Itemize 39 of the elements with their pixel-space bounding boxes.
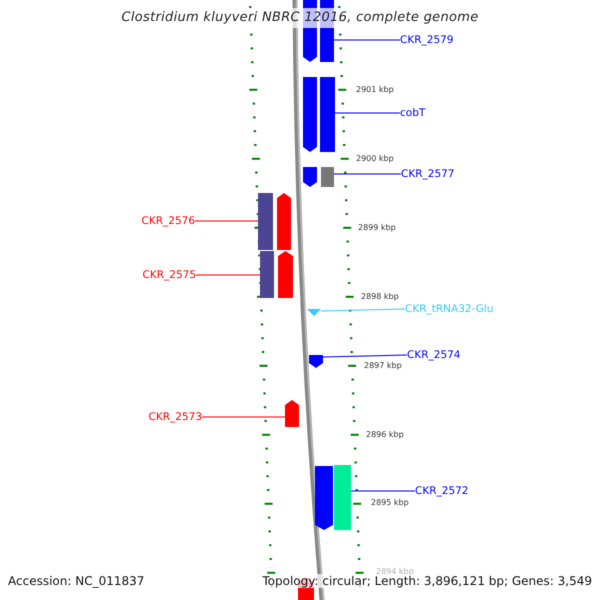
leader-line — [194, 220, 258, 222]
leader-line — [334, 112, 400, 114]
tick-label: 2901 kbp — [356, 85, 394, 95]
gene-bar — [258, 193, 273, 250]
gene-feature — [303, 167, 317, 187]
gene-feature — [309, 355, 323, 368]
gene-bar — [321, 167, 334, 187]
gene-label: CKR_2573 — [148, 411, 202, 423]
gene-label: CKR_2572 — [415, 485, 468, 497]
leader-line — [202, 416, 286, 418]
tick-label: 2900 kbp — [356, 154, 394, 164]
gene-feature — [303, 77, 317, 152]
gene-label: CKR_2577 — [401, 168, 454, 180]
tick-label: 2897 kbp — [364, 361, 402, 371]
gene-feature — [315, 466, 333, 530]
gene-label: CKR_2575 — [142, 269, 196, 281]
footer-text: Accession: NC_011837 — [8, 574, 144, 588]
gene-label: CKR_2576 — [142, 215, 195, 227]
tick-label: 2896 kbp — [366, 430, 404, 440]
diagram-title: Clostridium kluyveri NBRC 12016, complete genome — [121, 8, 479, 28]
gene-bar — [334, 465, 351, 530]
tick-label: 2898 kbp — [361, 292, 399, 302]
gene-bar — [320, 77, 335, 152]
tick-label: 2899 kbp — [358, 223, 396, 233]
leader-line — [322, 354, 408, 358]
tick-label: 2895 kbp — [371, 498, 409, 508]
gene-feature — [278, 251, 293, 298]
gene-label: CKR_2574 — [407, 349, 460, 361]
trna-marker — [307, 309, 321, 316]
gene-label: CKR_2579 — [400, 34, 454, 46]
gene-label: cobT — [400, 107, 426, 119]
leader-line — [196, 274, 260, 276]
gene-bar — [260, 251, 274, 298]
leader-line — [350, 490, 416, 492]
gene-label: CKR_tRNA32-Glu — [405, 303, 494, 315]
gene-feature — [285, 400, 299, 427]
gene-feature — [277, 193, 291, 250]
footer-text: Topology: circular; Length: 3,896,121 bp; Genes: 3,549 — [262, 574, 592, 588]
leader-line — [320, 308, 406, 312]
